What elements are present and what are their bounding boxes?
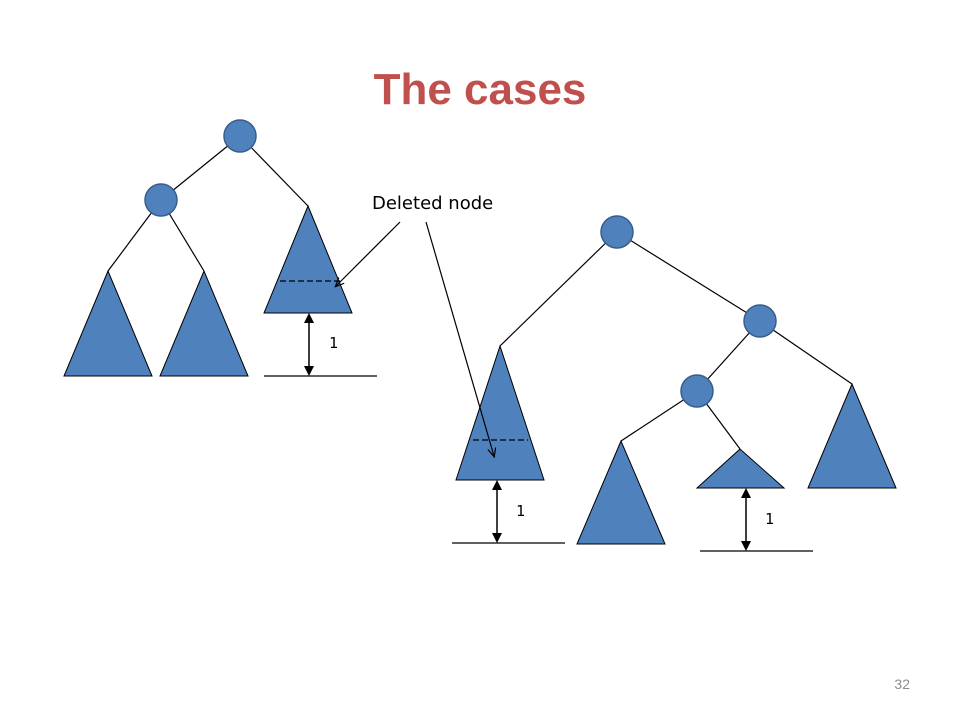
subtree-triangle bbox=[576, 439, 666, 545]
case-2-tree: 1 1 bbox=[452, 215, 897, 552]
page-number: 32 bbox=[894, 676, 910, 692]
height-label: 1 bbox=[516, 502, 525, 520]
height-label: 1 bbox=[329, 334, 338, 352]
tree-node-right-child bbox=[743, 304, 777, 338]
edge-root-to-left-subtree bbox=[499, 231, 618, 347]
case-1-tree: 1 bbox=[63, 119, 377, 377]
tree-node-inner bbox=[680, 374, 714, 408]
deleted-node-label: Deleted node bbox=[372, 193, 494, 214]
deleted-node-callout-arrows bbox=[336, 221, 494, 456]
callout-arrow bbox=[425, 221, 494, 456]
edge-root-to-left-child bbox=[160, 135, 241, 201]
tree-node-root bbox=[223, 119, 257, 153]
callout-arrow bbox=[336, 221, 401, 286]
height-label: 1 bbox=[765, 510, 774, 528]
subtree-triangle bbox=[455, 344, 545, 481]
tree-node-left-child bbox=[144, 183, 178, 217]
page-title: The cases bbox=[373, 65, 587, 114]
subtree-triangle bbox=[695, 448, 786, 489]
edge-right-child-to-right-subtree bbox=[759, 320, 853, 385]
subtree-triangle bbox=[263, 204, 353, 314]
edge-root-to-right-child bbox=[616, 231, 761, 322]
tree-node-root bbox=[600, 215, 634, 249]
subtree-triangle bbox=[807, 382, 897, 489]
subtree-triangle bbox=[63, 269, 153, 377]
subtree-triangle bbox=[159, 269, 249, 377]
